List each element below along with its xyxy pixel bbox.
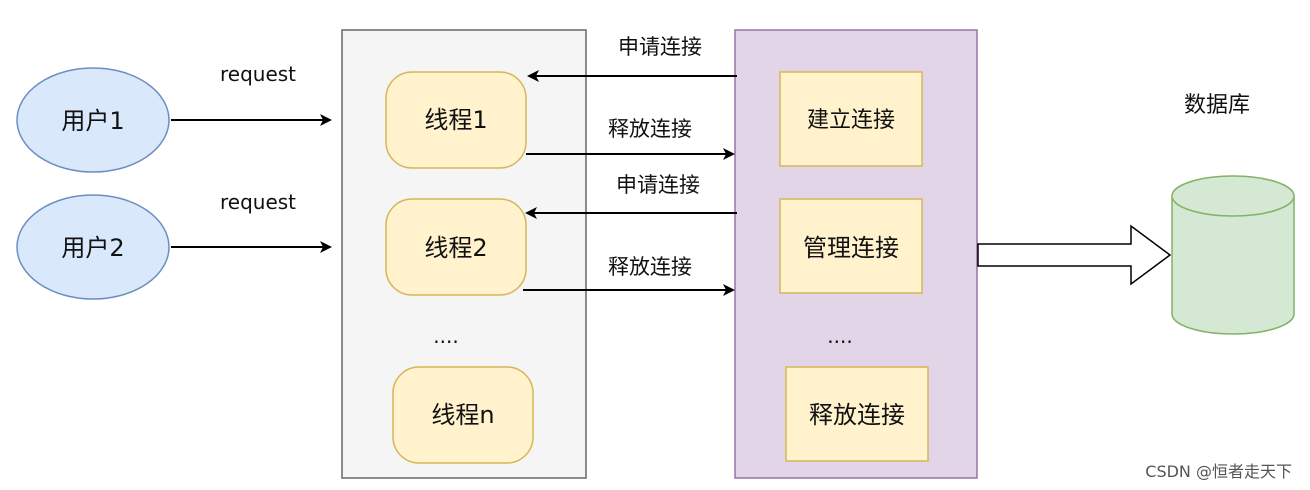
pool-item-manage — [779, 198, 923, 294]
conn-release-label-1: 释放连接 — [608, 117, 692, 141]
pool-ellipsis: .... — [827, 324, 852, 348]
pool-item-establish — [779, 71, 923, 167]
block-arrow — [977, 224, 1172, 286]
request-label-2: request — [220, 190, 296, 214]
conn-request-label-1: 申请连接 — [618, 35, 702, 59]
thread-label-1: 线程1 — [424, 106, 487, 134]
conn-request-label-2: 申请连接 — [616, 173, 700, 197]
thread-node-n — [392, 366, 534, 464]
user-label-1: 用户1 — [61, 107, 124, 135]
database-label: 数据库 — [1184, 93, 1250, 118]
database-icon — [1171, 175, 1295, 335]
thread-node-1 — [385, 71, 527, 169]
pool-item-establish-label: 建立连接 — [807, 108, 895, 133]
watermark: CSDN @恒者走天下 — [1145, 462, 1292, 481]
thread-node-2 — [385, 198, 527, 296]
user-label-2: 用户2 — [61, 234, 124, 262]
request-label-1: request — [220, 62, 296, 86]
user-node-2 — [16, 194, 170, 300]
thread-ellipsis: .... — [433, 324, 458, 348]
thread-label-n: 线程n — [431, 401, 494, 429]
conn-release-label-2: 释放连接 — [608, 255, 692, 279]
pool-item-release — [785, 366, 929, 462]
pool-item-release-label: 释放连接 — [809, 401, 905, 429]
pool-item-manage-label: 管理连接 — [803, 234, 899, 262]
user-node-1 — [16, 67, 170, 173]
thread-label-2: 线程2 — [424, 234, 487, 262]
